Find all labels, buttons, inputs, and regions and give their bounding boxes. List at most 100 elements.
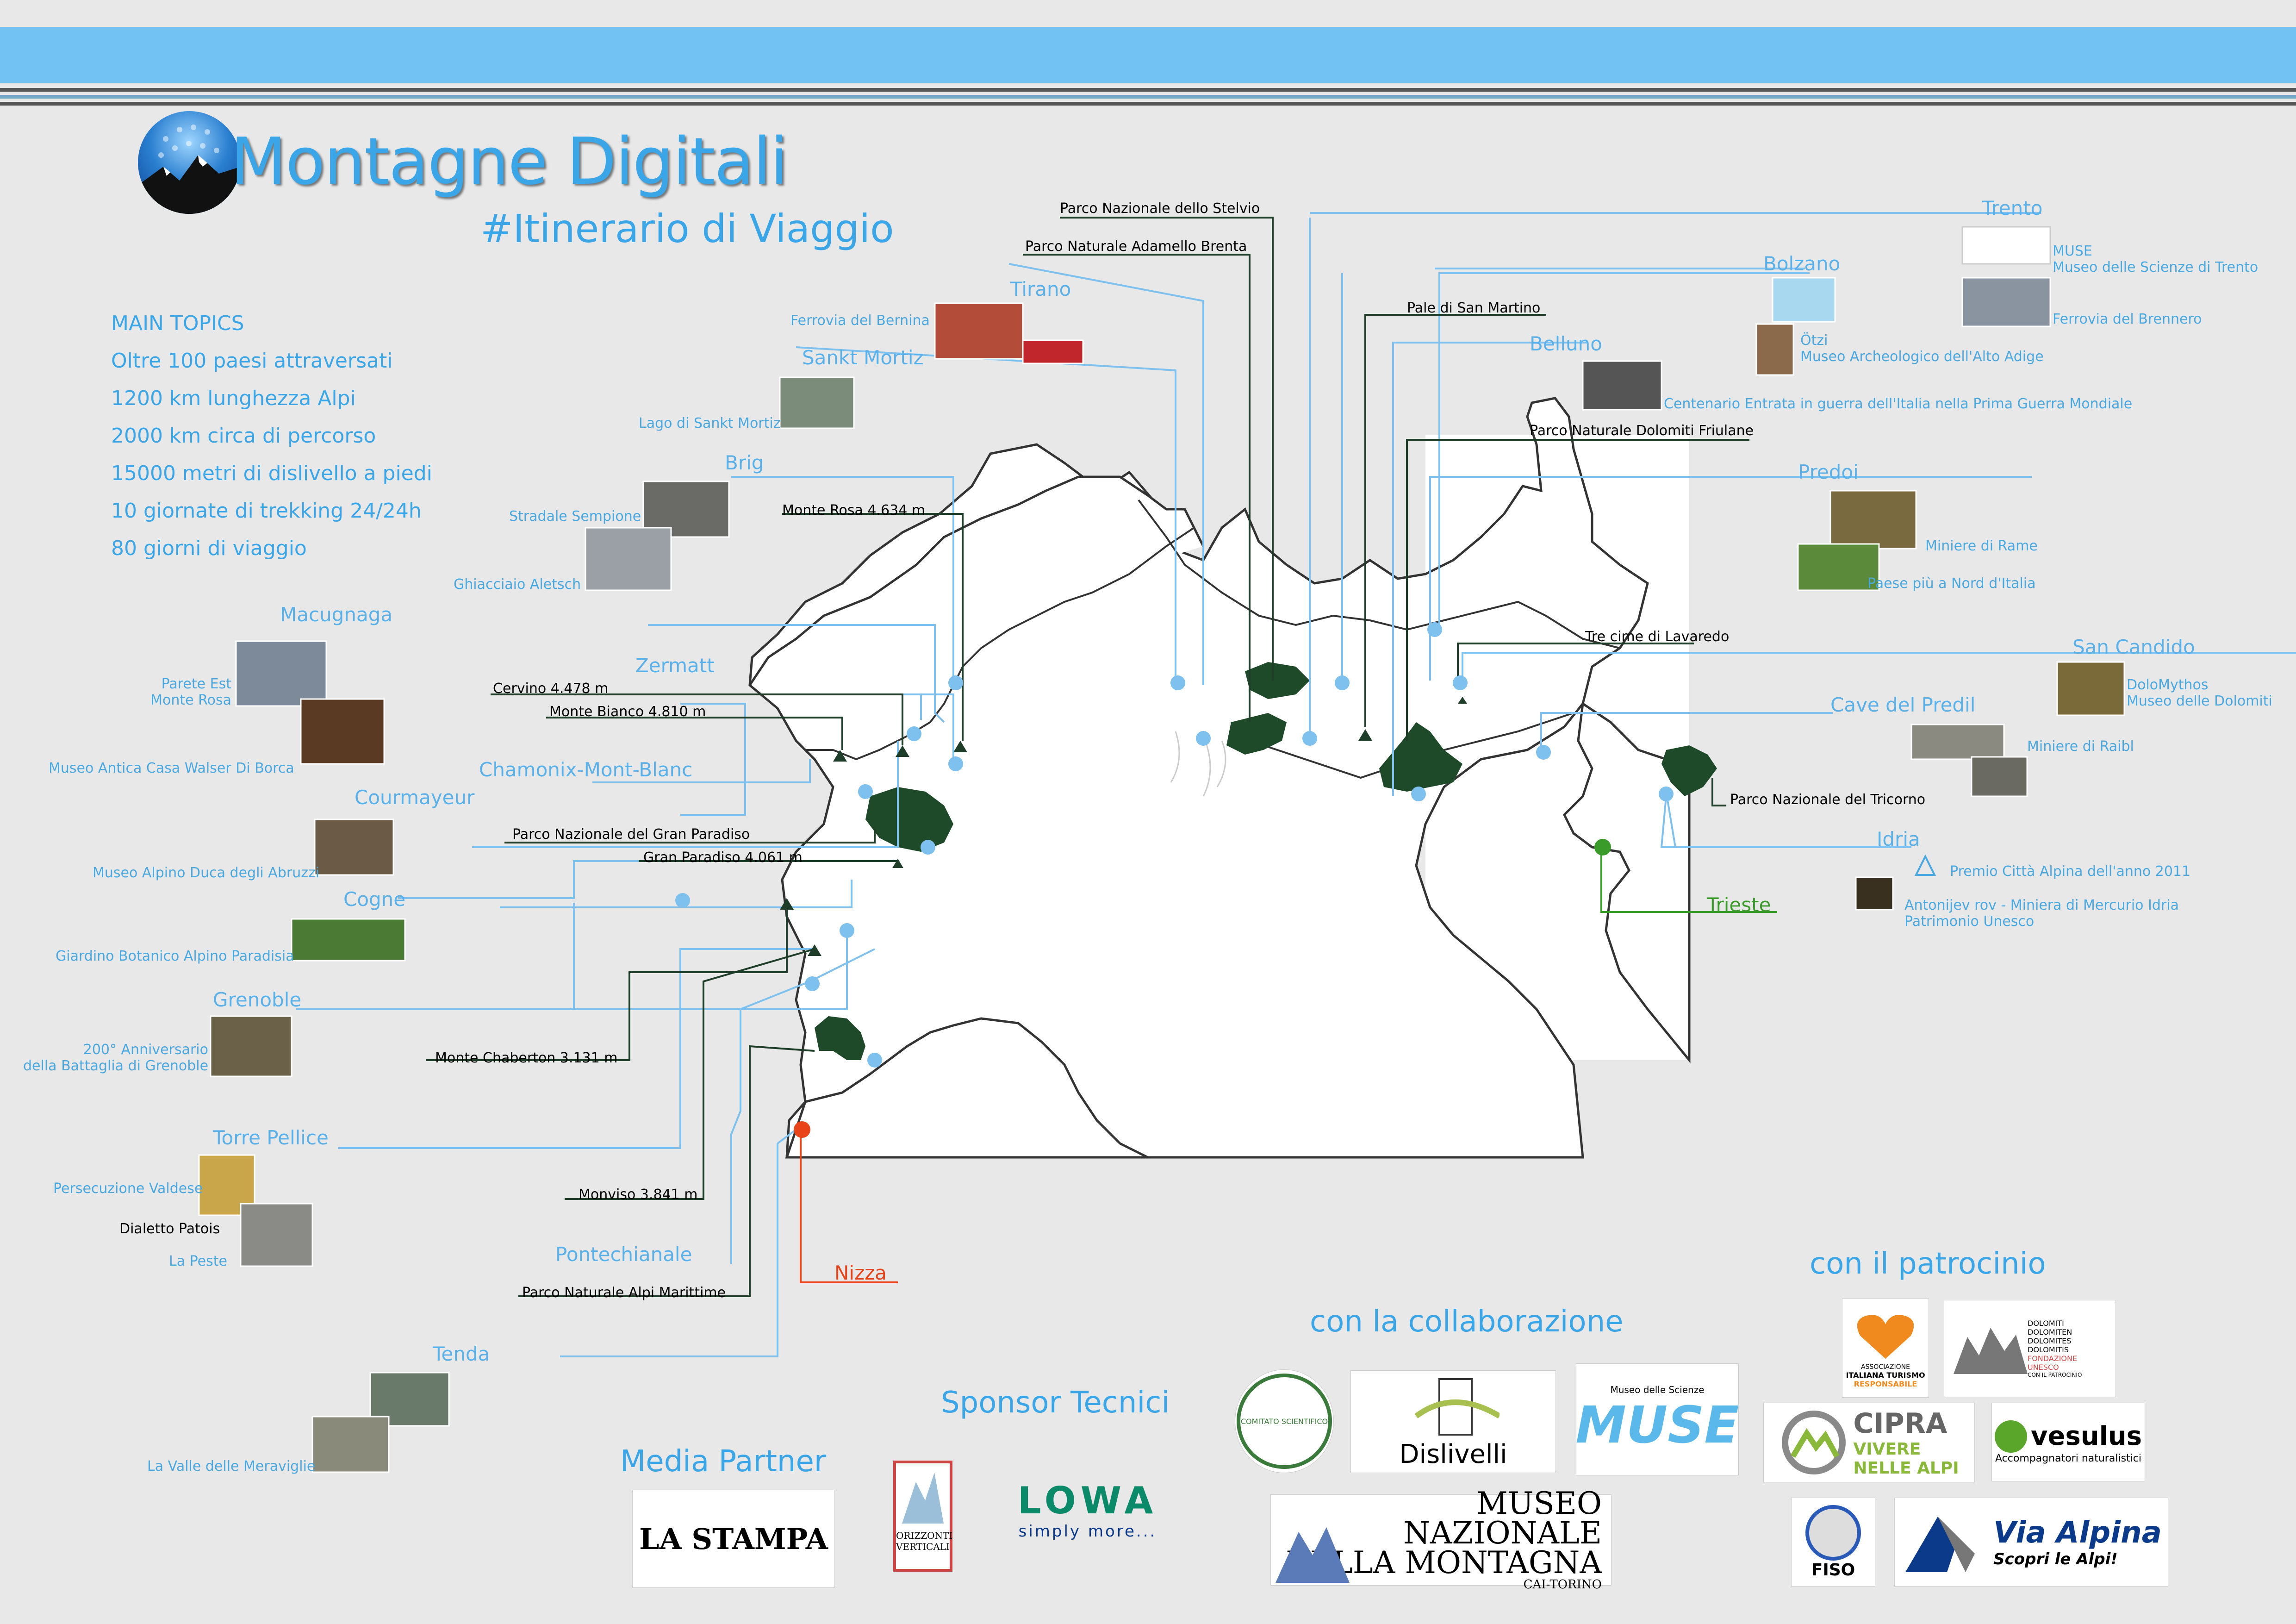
city-dot	[1335, 675, 1350, 690]
caption-peste: La Peste	[169, 1253, 227, 1269]
label-gran-paradiso-park: Parco Nazionale del Gran Paradiso	[512, 826, 750, 843]
logo-text: ASSOCIAZIONE	[1861, 1363, 1910, 1371]
caption-line: Antonijev rov - Miniera di Mercurio Idri…	[1904, 897, 2179, 913]
logo-text: simply more...	[1018, 1522, 1157, 1541]
city-label-torre-pellice: Torre Pellice	[213, 1126, 329, 1149]
logo-text: VERTICALI	[896, 1541, 950, 1552]
logo-text: Dislivelli	[1399, 1439, 1507, 1469]
label-stelvio: Parco Nazionale dello Stelvio	[1060, 200, 1260, 217]
peak-icon	[953, 741, 967, 752]
topic: 15000 metri di dislivello a piedi	[111, 462, 432, 485]
logo-text: VIVERE	[1853, 1440, 1921, 1459]
logo-dolomiti-unesco: DOLOMITI DOLOMITEN DOLOMITES DOLOMITIS F…	[1944, 1300, 2116, 1397]
main-topics: MAIN TOPICS Oltre 100 paesi attraversati…	[111, 305, 432, 567]
stripe	[0, 102, 2296, 106]
logo-turismo-responsabile: ASSOCIAZIONE ITALIANA TURISMO RESPONSABI…	[1842, 1299, 1929, 1398]
stripe	[0, 95, 2296, 99]
city-label-cogne: Cogne	[343, 888, 406, 911]
peak-icon	[833, 750, 847, 762]
city-label-sankt-mortiz: Sankt Mortiz	[802, 346, 924, 369]
logo-text: CAI-TORINO	[1523, 1577, 1602, 1592]
park-alpi-marittime	[815, 1016, 865, 1060]
caption-patois: Dialetto Patois	[119, 1221, 220, 1237]
photo-nord	[1797, 543, 1880, 591]
alpine-town-icon	[1914, 854, 1936, 876]
photo-battaglia	[210, 1015, 292, 1077]
city-label-bolzano: Bolzano	[1763, 252, 1841, 275]
logo-text: RESPONSABILE	[1854, 1380, 1917, 1388]
caption-duca: Museo Alpino Duca degli Abruzzi	[93, 865, 320, 881]
label-monte-bianco: Monte Bianco 4.810 m	[549, 704, 706, 720]
label-gran-paradiso: Gran Paradiso 4.061 m	[643, 849, 803, 866]
city-dot	[1453, 675, 1468, 690]
caption-walser: Museo Antica Casa Walser Di Borca	[49, 760, 294, 776]
trieste-dot	[1594, 839, 1611, 856]
caption-line: Museo delle Dolomiti	[2127, 693, 2272, 709]
topic: 80 giorni di viaggio	[111, 537, 307, 560]
caption-line: Museo Archeologico dell'Alto Adige	[1800, 349, 2044, 365]
logo-text: vesulus	[2030, 1421, 2142, 1451]
logo-vesulus: vesulus Accompagnatori naturalistici	[1991, 1403, 2145, 1481]
city-label-predoi: Predoi	[1798, 461, 1859, 483]
logo-text: CON IL PATROCINIO	[2028, 1372, 2082, 1378]
city-label-grenoble: Grenoble	[213, 988, 302, 1011]
caption-line: Monte Rosa	[150, 692, 231, 708]
border-line	[1138, 499, 1620, 649]
logo-orizzonti-verticali: ORIZZONTI VERTICALI	[893, 1461, 952, 1572]
park-gran-paradiso	[865, 787, 953, 852]
caption-line: MUSE	[2053, 243, 2092, 259]
vesulus-icon	[1994, 1420, 2027, 1453]
caption-paradisia: Giardino Botanico Alpino Paradisia	[56, 948, 294, 964]
photo-meraviglie	[311, 1416, 390, 1473]
mountain-logo-icon	[138, 111, 241, 214]
caption-lago: Lago di Sankt Mortiz	[639, 415, 781, 431]
city-dot	[858, 784, 873, 799]
caption-line: Ötzi	[1800, 332, 1828, 349]
city-label-macugnaga: Macugnaga	[280, 603, 393, 626]
peak-icon	[808, 944, 821, 956]
caption-parete-est: Parete Est Monte Rosa	[139, 676, 231, 708]
park-adamello	[1226, 713, 1287, 755]
city-dot	[1411, 787, 1426, 801]
peak-markers	[780, 697, 1467, 956]
city-dot	[1196, 731, 1211, 746]
photo-lago	[779, 376, 855, 429]
city-label-chamonix: Chamonix-Mont-Blanc	[479, 758, 693, 781]
city-dot	[921, 840, 935, 855]
topic: Oltre 100 paesi attraversati	[111, 349, 393, 373]
photo-patois	[240, 1203, 313, 1267]
photo-parete	[235, 640, 327, 707]
caption-sempione: Stradale Sempione	[509, 508, 641, 525]
peak-icon	[1358, 729, 1372, 741]
peak-connectors	[426, 217, 1749, 1297]
logo-museo-montagna: MUSEO NAZIONALE DELLA MONTAGNA CAI-TORIN…	[1270, 1488, 1612, 1592]
logo-text: Museo delle Scienze	[1610, 1384, 1705, 1395]
caption-nord: Paese più a Nord d'Italia	[1867, 575, 2036, 592]
caption-brennero: Ferrovia del Brennero	[2053, 311, 2202, 327]
city-dot	[675, 893, 690, 908]
city-label-courmayeur: Courmayeur	[355, 786, 475, 809]
label-dolomiti-friulane: Parco Naturale Dolomiti Friulane	[1530, 423, 1754, 439]
city-label-pontechianale: Pontechianale	[555, 1243, 692, 1266]
caption-line: Parete Est	[161, 676, 231, 692]
photo-raibl-1	[1910, 724, 2005, 760]
city-dot	[867, 1053, 882, 1068]
city-label-belluno: Belluno	[1530, 332, 1602, 355]
caption-otzi: Ötzi Museo Archeologico dell'Alto Adige	[1800, 332, 2044, 365]
caption-mercurio: Antonijev rov - Miniera di Mercurio Idri…	[1904, 897, 2179, 930]
stripe	[0, 88, 2296, 92]
city-label-san-candido: San Candido	[2072, 636, 2195, 658]
topic: 10 giornate di trekking 24/24h	[111, 499, 422, 523]
city-dot	[1427, 622, 1442, 637]
logo-text: Accompagnatori naturalistici	[1995, 1452, 2141, 1464]
logo-text: CIPRA	[1853, 1407, 1948, 1440]
peak-icon	[780, 898, 794, 910]
logo-muse: Museo delle Scienze MUSE	[1575, 1363, 1739, 1475]
heading-patrocinio: con il patrocinio	[1810, 1247, 2046, 1281]
city-label-idria: Idria	[1877, 828, 1920, 850]
caption-rame: Miniere di Rame	[1925, 538, 2038, 554]
label-cervino: Cervino 4.478 m	[493, 681, 609, 697]
logo-text: ORIZZONTI	[896, 1530, 953, 1541]
park-tricorno	[1661, 745, 1717, 796]
